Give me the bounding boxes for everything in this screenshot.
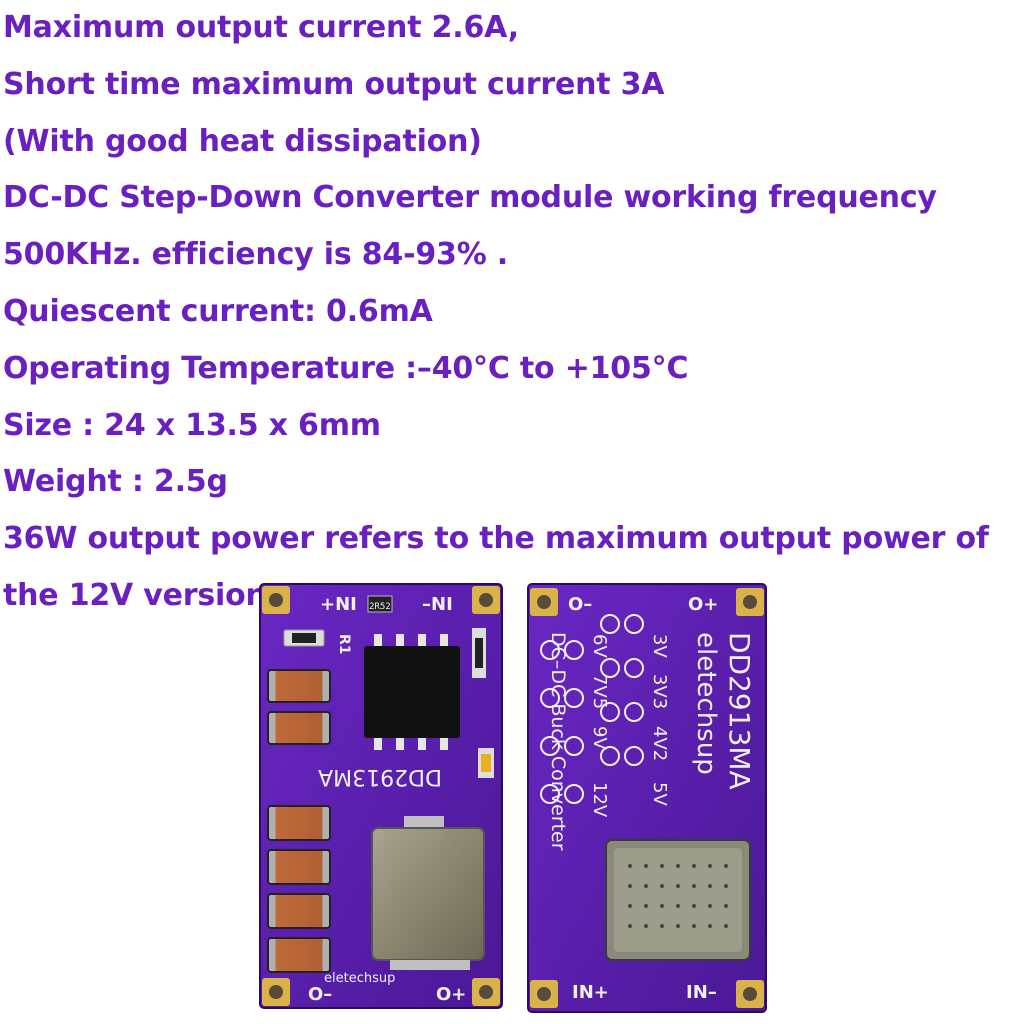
spec-line: Operating Temperature :–40°C to +105°C	[3, 350, 689, 386]
voltage-label: 4V2	[649, 726, 670, 761]
back-pin-in-plus: IN+	[572, 982, 609, 1003]
voltage-label: 12V	[589, 782, 610, 818]
front-part-number: DD2913MA	[318, 764, 442, 789]
front-brand: eletechsup	[324, 971, 395, 986]
spec-line: 500KHz. efficiency is 84-93% .	[3, 237, 508, 273]
voltage-label: 6V	[589, 634, 610, 658]
back-brand: eletechsup	[691, 632, 721, 775]
product-photo: +NI –NI O– O+ 2R52 R1 D	[259, 583, 767, 1013]
voltage-label: 5V	[649, 782, 670, 806]
spec-line: the 12V version	[3, 577, 267, 613]
resistor-label: R1	[336, 634, 352, 655]
ic-chip	[364, 634, 460, 750]
inductor	[371, 816, 485, 970]
resistor-code: 2R52	[369, 602, 391, 612]
spec-line: Size : 24 x 13.5 x 6mm	[3, 407, 381, 443]
front-pin-in-plus: +NI	[320, 594, 357, 615]
back-pin-out-minus: O–	[568, 594, 592, 615]
spec-line: Maximum output current 2.6A,	[3, 10, 519, 45]
voltage-label: 3V	[649, 634, 670, 658]
spec-line: (With good heat dissipation)	[3, 123, 482, 159]
spec-line: Weight : 2.5g	[3, 464, 228, 500]
spec-line: DC-DC Step-Down Converter module working…	[3, 180, 937, 216]
voltage-label: 9V	[589, 726, 610, 750]
back-part-number: DD2913MA	[723, 632, 756, 790]
voltage-label: 3V3	[649, 674, 670, 709]
jumper-pads	[540, 614, 644, 804]
spec-line: 36W output power refers to the maximum o…	[3, 521, 989, 557]
front-board: +NI –NI O– O+ 2R52 R1 D	[259, 583, 503, 1009]
back-pin-in-minus: IN–	[686, 982, 717, 1003]
front-pin-out-minus: O–	[308, 984, 332, 1005]
thermal-pad	[605, 839, 751, 961]
spec-line: Quiescent current: 0.6mA	[3, 293, 433, 329]
front-pin-out-plus: O+	[436, 984, 466, 1005]
resistor	[367, 595, 393, 613]
back-pin-out-plus: O+	[688, 594, 718, 615]
front-pin-in-minus: –NI	[422, 594, 453, 615]
back-board: O– O+ IN+ IN– DD2913MA eletechsup DC–DC …	[527, 583, 767, 1013]
spec-line: Short time maximum output current 3A	[3, 66, 665, 102]
voltage-label: 7V5	[589, 674, 610, 709]
spec-list: Maximum output current 2.6A, Short time …	[3, 0, 989, 625]
